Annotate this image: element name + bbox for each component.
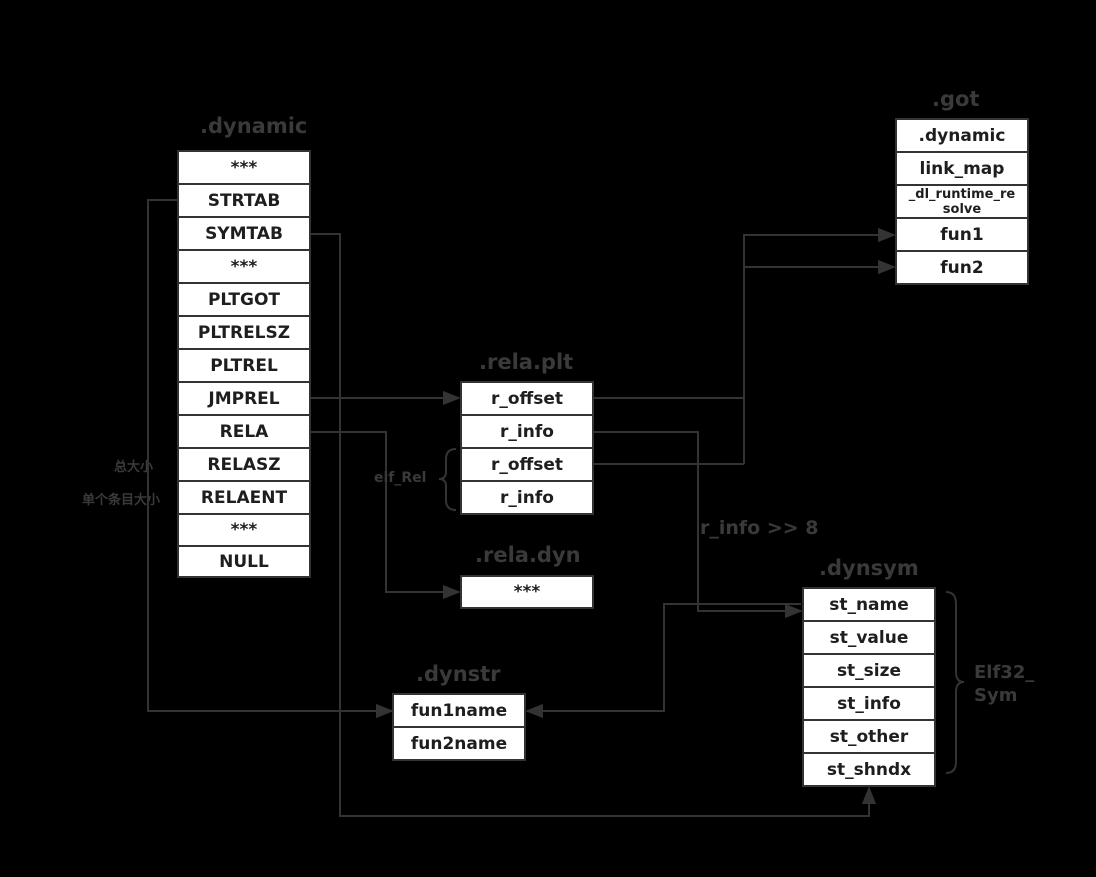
dynamic-entry-pltgot: PLTGOT — [179, 284, 309, 317]
dynamic-entry-rela: RELA — [179, 416, 309, 449]
entry-size-label: 单个条目大小 — [82, 493, 161, 508]
dynamic-entry-relaent: RELAENT — [179, 482, 309, 515]
elf32-sym-label-line2: Sym — [974, 685, 1018, 706]
dynsym-entry-st-value: st_value — [804, 622, 934, 655]
dynsym-entry-st-name: st_name — [804, 589, 934, 622]
dynstr-entry-fun2name: fun2name — [410, 733, 508, 754]
rela-plt-entry-r-info: r_info — [500, 487, 554, 508]
got-title: .got — [932, 87, 980, 111]
dynamic-entry-pltrelsz: PLTRELSZ — [179, 317, 309, 350]
elf-rel-brace — [438, 448, 457, 511]
total-size-label: 总大小 — [114, 460, 154, 475]
dynstr-entry-fun1name: fun1name — [394, 695, 524, 728]
dynamic-entry: *** — [179, 152, 309, 185]
got-fun1-arrow — [743, 227, 896, 464]
rela-plt-table: r_offset r_info r_offset r_info — [460, 381, 594, 515]
got-entry-link-map: link_map — [897, 153, 1027, 186]
dynamic-title: .dynamic — [200, 114, 308, 138]
dynstr-title: .dynstr — [416, 662, 501, 686]
dynamic-entry-pltrel: PLTREL — [179, 350, 309, 383]
dynamic-entry-symtab: SYMTAB — [179, 218, 309, 251]
dynamic-entry: *** — [179, 515, 309, 547]
rela-plt-entry-r-info: r_info — [462, 416, 592, 449]
dynamic-table: *** STRTAB SYMTAB *** PLTGOT PLTRELSZ PL… — [177, 150, 311, 578]
dynsym-title: .dynsym — [819, 556, 919, 580]
dynsym-entry-st-other: st_other — [804, 721, 934, 754]
rela-plt-entry-r-offset: r_offset — [462, 383, 592, 416]
dynamic-entry: *** — [179, 251, 309, 284]
elf-rel-label: elf_Rel — [374, 470, 427, 486]
rela-to-rela-dyn-arrow — [310, 431, 461, 600]
got-table: .dynamic link_map _dl_runtime_resolve fu… — [895, 118, 1029, 285]
rela-dyn-title: .rela.dyn — [475, 543, 581, 567]
st-name-to-dynstr-arrow — [525, 603, 801, 719]
r-info-shift-label: r_info >> 8 — [700, 517, 819, 539]
dynsym-entry-st-info: st_info — [804, 688, 934, 721]
r-info-to-dynsym-arrow — [593, 431, 803, 619]
rela-plt-title: .rela.plt — [479, 350, 574, 374]
rela-plt-entry-r-offset: r_offset — [462, 449, 592, 482]
elf32-sym-brace — [945, 591, 965, 774]
got-entry-dl-runtime-resolve: _dl_runtime_resolve — [897, 186, 1027, 219]
dynsym-table: st_name st_value st_size st_info st_othe… — [802, 587, 936, 787]
rela-dyn-entry: *** — [513, 582, 541, 602]
got-entry-dynamic: .dynamic — [897, 120, 1027, 153]
dynsym-entry-st-size: st_size — [804, 655, 934, 688]
dynamic-entry-relasz: RELASZ — [179, 449, 309, 482]
got-entry-fun1: fun1 — [897, 219, 1027, 252]
rela-dyn-table: *** — [460, 575, 594, 609]
dynsym-entry-st-shndx: st_shndx — [826, 759, 912, 780]
elf32-sym-label-line1: Elf32_ — [974, 662, 1035, 683]
symtab-to-dynsym-arrow — [310, 233, 877, 817]
dynamic-entry-null: NULL — [219, 552, 269, 572]
dynamic-entry-strtab: STRTAB — [179, 185, 309, 218]
dynstr-table: fun1name fun2name — [392, 693, 526, 761]
dynamic-entry-jmprel: JMPREL — [179, 383, 309, 416]
strtab-to-dynstr-arrow — [147, 199, 394, 719]
got-entry-fun2: fun2 — [940, 257, 984, 278]
